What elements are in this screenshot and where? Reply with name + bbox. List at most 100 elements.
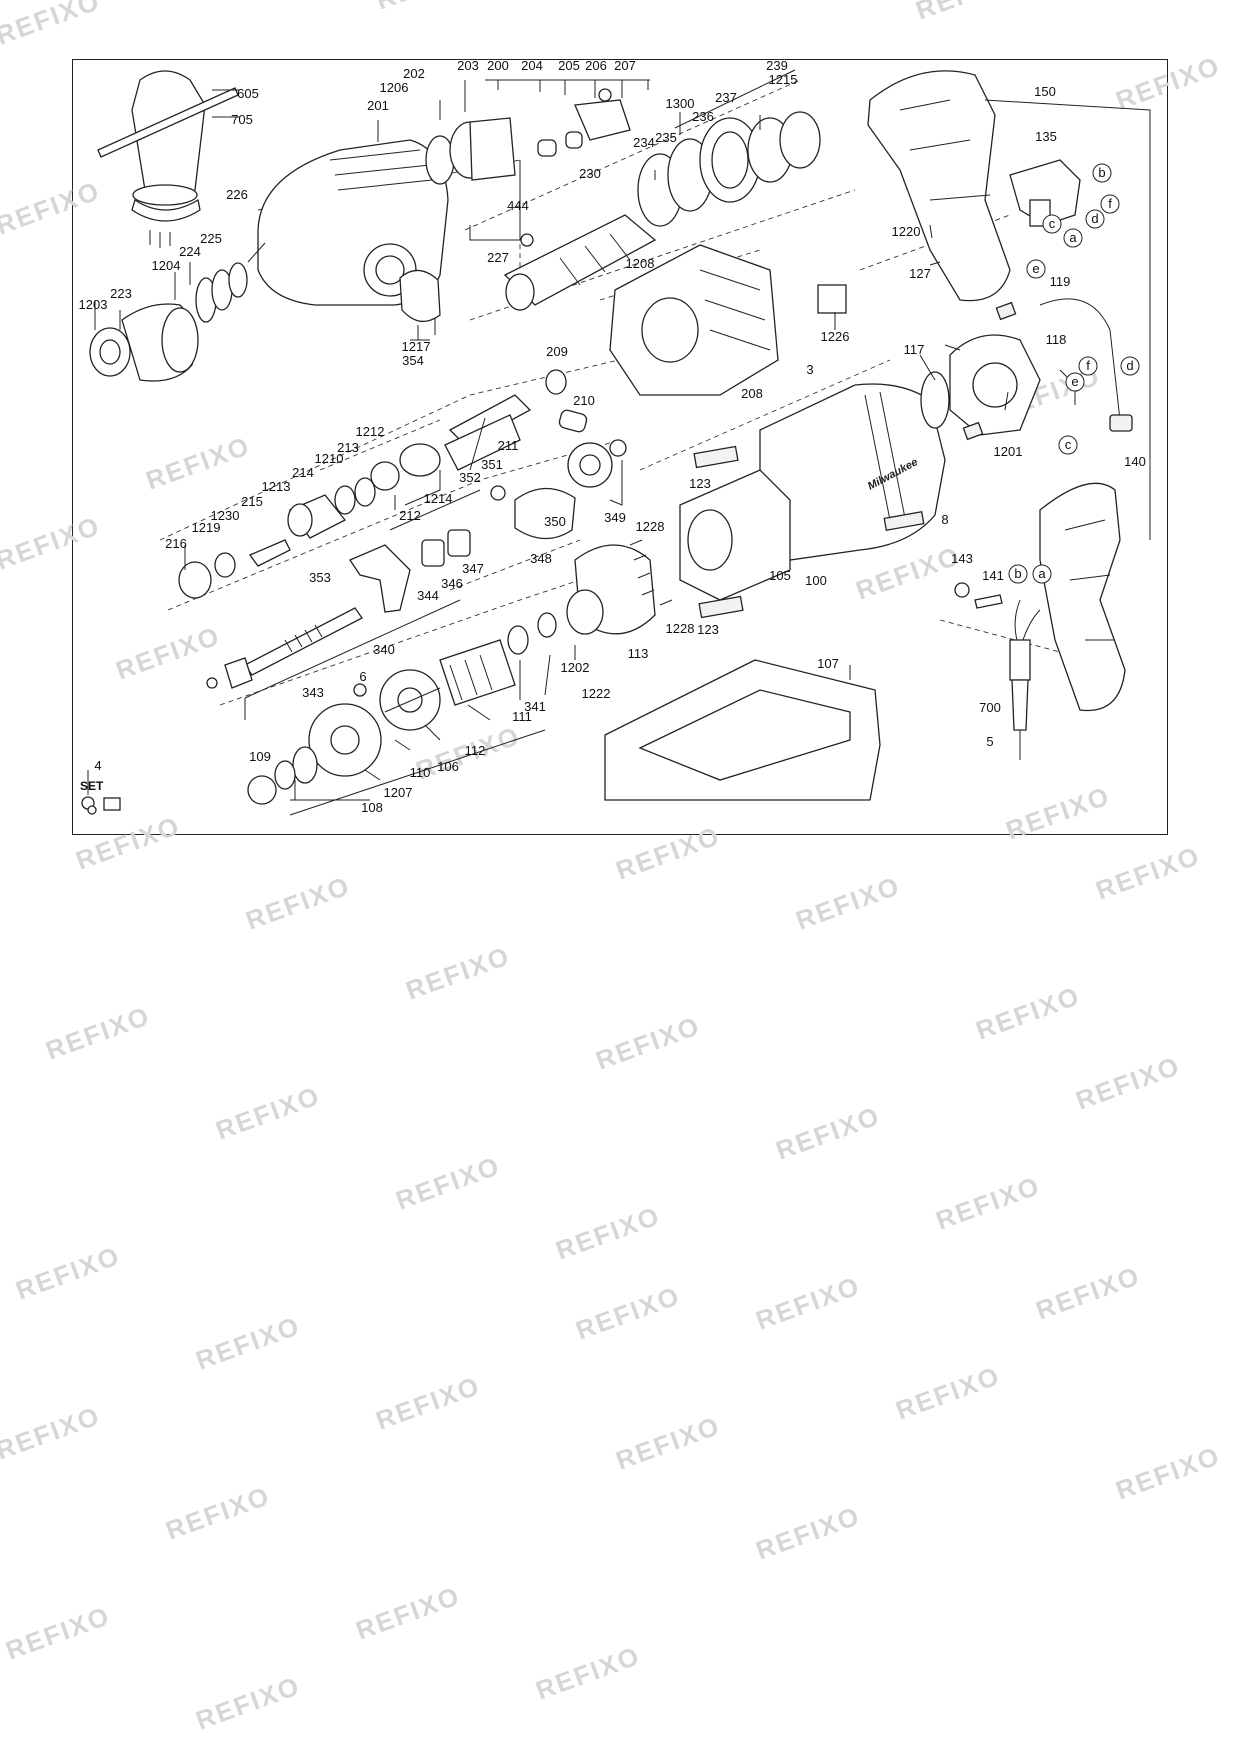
marker-circle — [1063, 228, 1083, 248]
callout-4: 4 — [94, 758, 101, 773]
callout-109: 109 — [249, 749, 271, 764]
chuck-assembly — [89, 262, 248, 382]
watermark-text: REFIXO — [792, 870, 904, 935]
callout-112: 112 — [465, 743, 486, 758]
callout-106: 106 — [437, 759, 459, 774]
callout-140: 140 — [1124, 454, 1146, 469]
marker-letter: c — [1065, 437, 1072, 452]
callout-340: 340 — [373, 642, 395, 657]
callout-107: 107 — [817, 656, 839, 671]
callout-239: 239 — [766, 58, 788, 73]
callout-1217: 1217 — [402, 339, 431, 354]
callout-226: 226 — [226, 187, 248, 202]
callout-230: 230 — [579, 166, 601, 181]
callout-202: 202 — [403, 66, 425, 81]
callout-207: 207 — [614, 58, 636, 73]
callout-1210: 1210 — [315, 451, 344, 466]
callout-201: 201 — [367, 98, 389, 113]
callout-225: 225 — [200, 231, 222, 246]
watermark-text: REFIXO — [972, 980, 1084, 1045]
callout-127: 127 — [909, 266, 931, 281]
callout-203: 203 — [457, 58, 479, 73]
watermark-text: REFIXO — [912, 0, 1024, 26]
callout-354: 354 — [402, 353, 424, 368]
marker-circle — [1078, 356, 1098, 376]
callout-1230: 1230 — [211, 508, 240, 523]
striker-parts — [178, 477, 376, 599]
watermark-text: REFIXO — [892, 1360, 1004, 1425]
part-1226-block — [817, 284, 847, 314]
gear-parts — [514, 439, 627, 540]
callout-216: 216 — [165, 536, 187, 551]
watermark-text: REFIXO — [532, 1640, 644, 1705]
callout-5: 5 — [986, 734, 993, 749]
watermark-text: REFIXO — [752, 1500, 864, 1565]
marker-a: a — [1032, 564, 1052, 584]
marker-circle — [1026, 259, 1046, 279]
marker-letter: a — [1069, 230, 1077, 245]
marker-e: e — [1026, 259, 1046, 279]
watermark-text: REFIXO — [192, 1670, 304, 1735]
cylinder — [503, 214, 657, 311]
marker-letter: e — [1071, 374, 1078, 389]
callout-444: 444 — [507, 198, 529, 213]
watermark-text: REFIXO — [772, 1100, 884, 1165]
watermark-text: REFIXO — [2, 1600, 114, 1665]
callout-605: 605 — [237, 86, 259, 101]
callout-1202: 1202 — [561, 660, 590, 675]
callout-351: 351 — [481, 457, 503, 472]
callout-212: 212 — [399, 508, 421, 523]
callout-110: 110 — [410, 765, 431, 780]
marker-letter: b — [1098, 165, 1105, 180]
watermark-text: REFIXO — [572, 1280, 684, 1345]
callout-6: 6 — [359, 669, 366, 684]
switch — [1009, 159, 1081, 227]
diagram-frame — [72, 59, 1168, 835]
callout-211: 211 — [498, 438, 519, 453]
bearing-cover — [566, 544, 656, 635]
marker-letter: f — [1108, 196, 1112, 211]
watermark-text: REFIXO — [72, 810, 184, 875]
watermark-text: REFIXO — [0, 0, 104, 51]
callout-150: 150 — [1034, 84, 1056, 99]
watermark-text: REFIXO — [1032, 1260, 1144, 1325]
watermark-text: REFIXO — [212, 1080, 324, 1145]
marker-d: d — [1120, 356, 1140, 376]
wiring — [962, 298, 1133, 441]
carrying-case — [604, 659, 881, 801]
callout-105: 105 — [769, 568, 791, 583]
callout-1213: 1213 — [262, 479, 291, 494]
callout-1203: 1203 — [79, 297, 108, 312]
gear-housing — [257, 139, 449, 322]
callout-352: 352 — [459, 470, 481, 485]
callout-141: 141 — [982, 568, 1004, 583]
watermark-text: REFIXO — [612, 820, 724, 885]
watermark-text: REFIXO — [1112, 1440, 1224, 1505]
callout-1207: 1207 — [384, 785, 413, 800]
watermark-text: REFIXO — [1002, 780, 1114, 845]
callout-223: 223 — [110, 286, 132, 301]
callout-118: 118 — [1046, 332, 1067, 347]
power-cord — [954, 582, 1041, 760]
watermark-text: REFIXO — [932, 1170, 1044, 1235]
watermark-text: REFIXO — [372, 0, 484, 16]
callout-235: 235 — [655, 130, 677, 145]
callout-236: 236 — [692, 109, 714, 124]
brush-top — [693, 445, 739, 469]
watermark-text: REFIXO — [1092, 840, 1204, 905]
callout-1206: 1206 — [380, 80, 409, 95]
callout-143: 143 — [951, 551, 973, 566]
callout-1214: 1214 — [424, 491, 453, 506]
callout-119: 119 — [1050, 274, 1071, 289]
callout-1215: 1215 — [769, 72, 798, 87]
watermark-text: REFIXO — [852, 540, 964, 605]
marker-circle — [1032, 564, 1052, 584]
callout-1228: 1228 — [636, 519, 665, 534]
plate-8 — [883, 511, 925, 531]
marker-letter: e — [1032, 261, 1039, 276]
callout-1220: 1220 — [892, 224, 921, 239]
callout-353: 353 — [309, 570, 331, 585]
callout-123: 123 — [697, 622, 719, 637]
piston-parts — [370, 369, 588, 491]
